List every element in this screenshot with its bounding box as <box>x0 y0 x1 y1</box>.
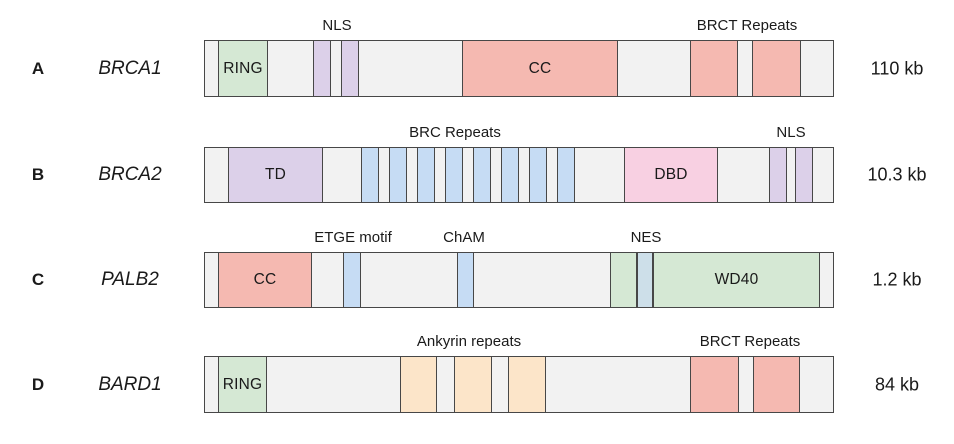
domain-nes <box>637 252 653 308</box>
annotation-label: ChAM <box>443 229 485 246</box>
domain-cham <box>457 252 474 308</box>
domain-brct-2 <box>752 40 801 97</box>
domain-brc-2 <box>389 147 407 203</box>
domain-ring: RING <box>218 356 267 413</box>
panel-letter-d: D <box>31 374 45 394</box>
annotation-label: BRCT Repeats <box>699 333 801 350</box>
domain-brc-5 <box>473 147 491 203</box>
annotation-label: NLS <box>776 124 806 141</box>
transcript-size-label: 84 kb <box>874 374 920 394</box>
annotation-label: Ankyrin repeats <box>416 333 522 350</box>
gene-name-palb2: PALB2 <box>101 269 159 290</box>
domain-dbd: DBD <box>624 147 718 203</box>
domain-ank-3 <box>508 356 546 413</box>
domain-cc: CC <box>218 252 312 308</box>
domain-brc-3 <box>417 147 435 203</box>
domain-wd40: WD40 <box>653 252 820 308</box>
domain-brc-4 <box>445 147 463 203</box>
domain-cc: CC <box>462 40 618 97</box>
domain-ank-2 <box>454 356 492 413</box>
panel-letter-c: C <box>31 270 45 289</box>
domain-nls-2 <box>795 147 813 203</box>
domain-brc-7 <box>529 147 547 203</box>
annotation-label: NLS <box>322 17 352 34</box>
annotation-label: BRC Repeats <box>409 124 501 141</box>
domain-brct-2 <box>753 356 800 413</box>
gene-name-bard1: BARD1 <box>98 373 162 395</box>
domain-ank-1 <box>400 356 437 413</box>
domain-brc-1 <box>361 147 379 203</box>
domain-nls-1 <box>313 40 331 97</box>
annotation-label: BRCT Repeats <box>696 17 798 34</box>
domain-brc-8 <box>557 147 575 203</box>
domain-wd40-n <box>610 252 637 308</box>
transcript-size-label: 1.2 kb <box>872 269 922 290</box>
domain-nls-1 <box>769 147 787 203</box>
domain-brc-6 <box>501 147 519 203</box>
domain-brct-1 <box>690 40 738 97</box>
domain-nls-2 <box>341 40 359 97</box>
domain-brct-1 <box>690 356 739 413</box>
panel-letter-a: A <box>31 58 45 78</box>
transcript-size-label: 110 kb <box>870 58 924 78</box>
domain-td: TD <box>228 147 323 203</box>
gene-name-brca1: BRCA1 <box>98 57 162 79</box>
transcript-size-label: 10.3 kb <box>867 164 927 185</box>
panel-letter-b: B <box>31 165 45 184</box>
gene-name-brca2: BRCA2 <box>98 164 162 185</box>
annotation-label: NES <box>630 229 662 246</box>
annotation-label: ETGE motif <box>314 229 392 246</box>
domain-etge <box>343 252 361 308</box>
domain-ring: RING <box>218 40 268 97</box>
